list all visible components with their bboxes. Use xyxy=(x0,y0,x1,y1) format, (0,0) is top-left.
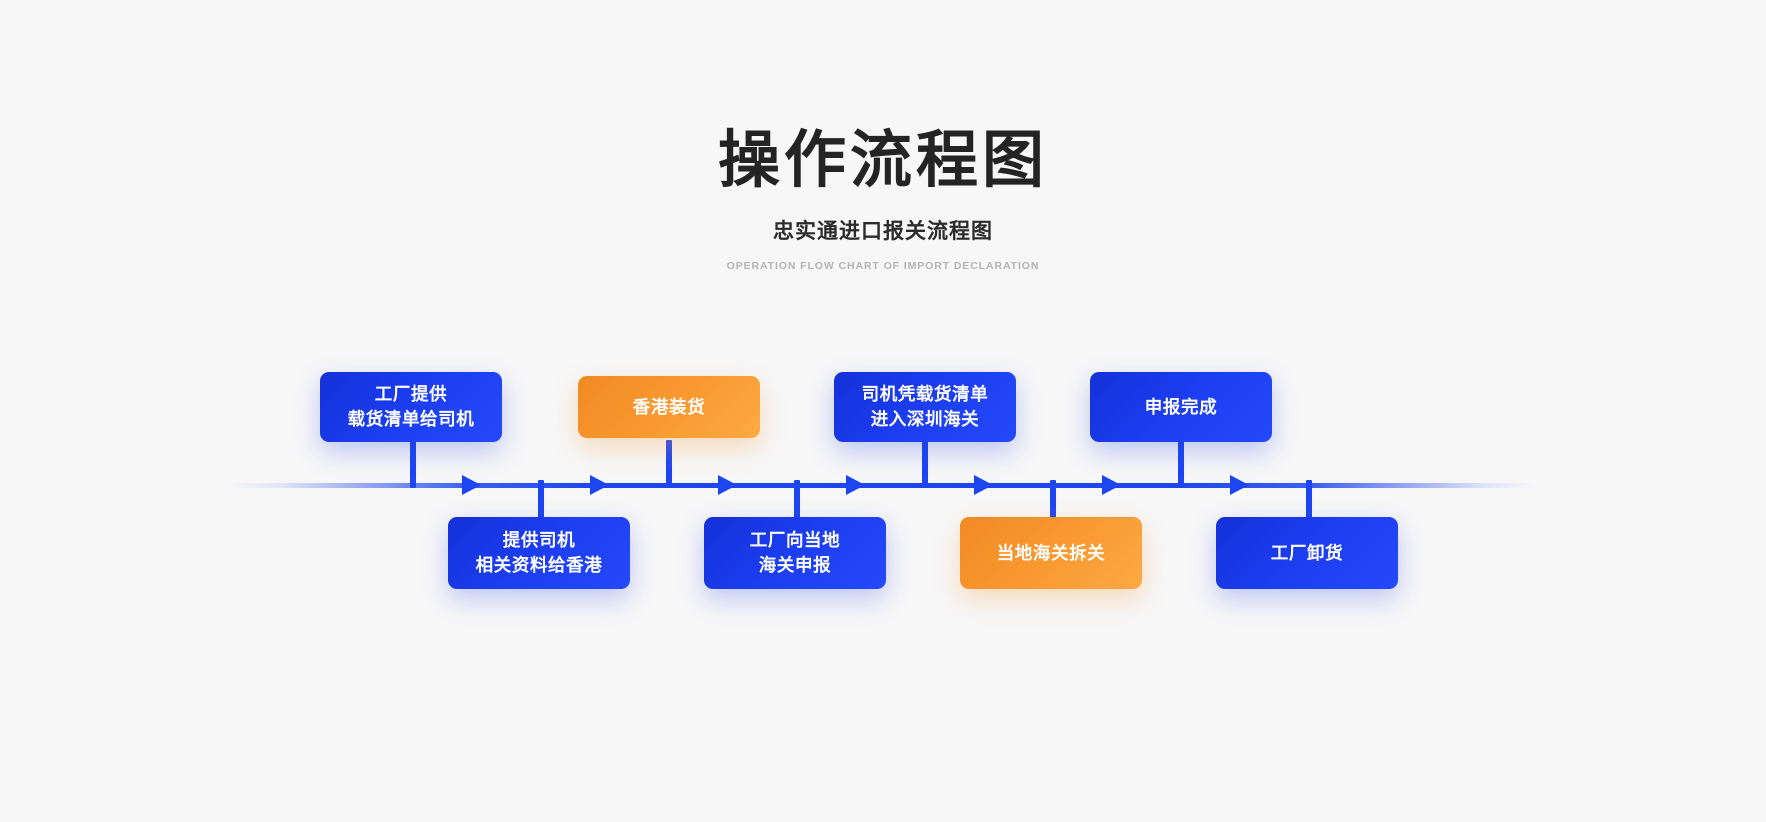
flow-node-step-2[interactable]: 提供司机 相关资料给香港 xyxy=(448,517,630,589)
timeline-arrow-icon xyxy=(1230,475,1249,495)
flow-node-label: 香港装货 xyxy=(632,396,706,417)
connector-stem-step-8 xyxy=(1306,480,1312,528)
flow-node-step-4[interactable]: 工厂向当地 海关申报 xyxy=(704,517,886,589)
flow-node-step-8[interactable]: 工厂卸货 xyxy=(1216,517,1398,589)
timeline-arrow-icon xyxy=(462,475,481,495)
flow-node-label: 海关申报 xyxy=(758,555,832,575)
flow-node-step-5[interactable]: 司机凭载货清单 进入深圳海关 xyxy=(834,372,1016,442)
flow-node-label: 工厂卸货 xyxy=(1270,542,1344,563)
chart-header: 操作流程图 忠实通进口报关流程图 OPERATION FLOW CHART OF… xyxy=(0,126,1766,272)
connector-stem-step-1 xyxy=(410,440,416,488)
timeline-arrow-icon xyxy=(718,475,737,495)
flow-node-label: 提供司机 xyxy=(502,530,576,551)
connector-stem-step-3 xyxy=(666,440,672,488)
page-subtitle: 忠实通进口报关流程图 xyxy=(773,220,993,244)
flow-node-label: 申报完成 xyxy=(1144,396,1218,417)
flow-node-step-3[interactable]: 香港装货 xyxy=(578,376,760,438)
connector-stem-step-4 xyxy=(794,480,800,528)
flow-node-label: 工厂提供 xyxy=(374,384,448,405)
timeline-arrow-icon xyxy=(1102,475,1121,495)
flow-node-label: 载货清单给司机 xyxy=(347,409,475,429)
connector-stem-step-5 xyxy=(922,440,928,488)
flow-node-label: 工厂向当地 xyxy=(749,530,841,551)
flow-node-label: 司机凭载货清单 xyxy=(861,384,989,405)
page-subtitle-english: OPERATION FLOW CHART OF IMPORT DECLARATI… xyxy=(726,260,1040,273)
timeline-arrow-icon xyxy=(974,475,993,495)
flow-node-label: 进入深圳海关 xyxy=(870,409,980,429)
flow-node-label: 相关资料给香港 xyxy=(475,555,603,575)
flow-node-step-7[interactable]: 申报完成 xyxy=(1090,372,1272,442)
timeline-axis xyxy=(228,483,1538,488)
connector-stem-step-6 xyxy=(1050,480,1056,528)
timeline-arrow-icon xyxy=(590,475,609,495)
flow-node-step-1[interactable]: 工厂提供 载货清单给司机 xyxy=(320,372,502,442)
flow-node-label: 当地海关拆关 xyxy=(996,542,1106,563)
flow-node-step-6[interactable]: 当地海关拆关 xyxy=(960,517,1142,589)
page-title: 操作流程图 xyxy=(717,126,1048,195)
connector-stem-step-7 xyxy=(1178,440,1184,488)
timeline-arrow-icon xyxy=(846,475,865,495)
connector-stem-step-2 xyxy=(538,480,544,528)
